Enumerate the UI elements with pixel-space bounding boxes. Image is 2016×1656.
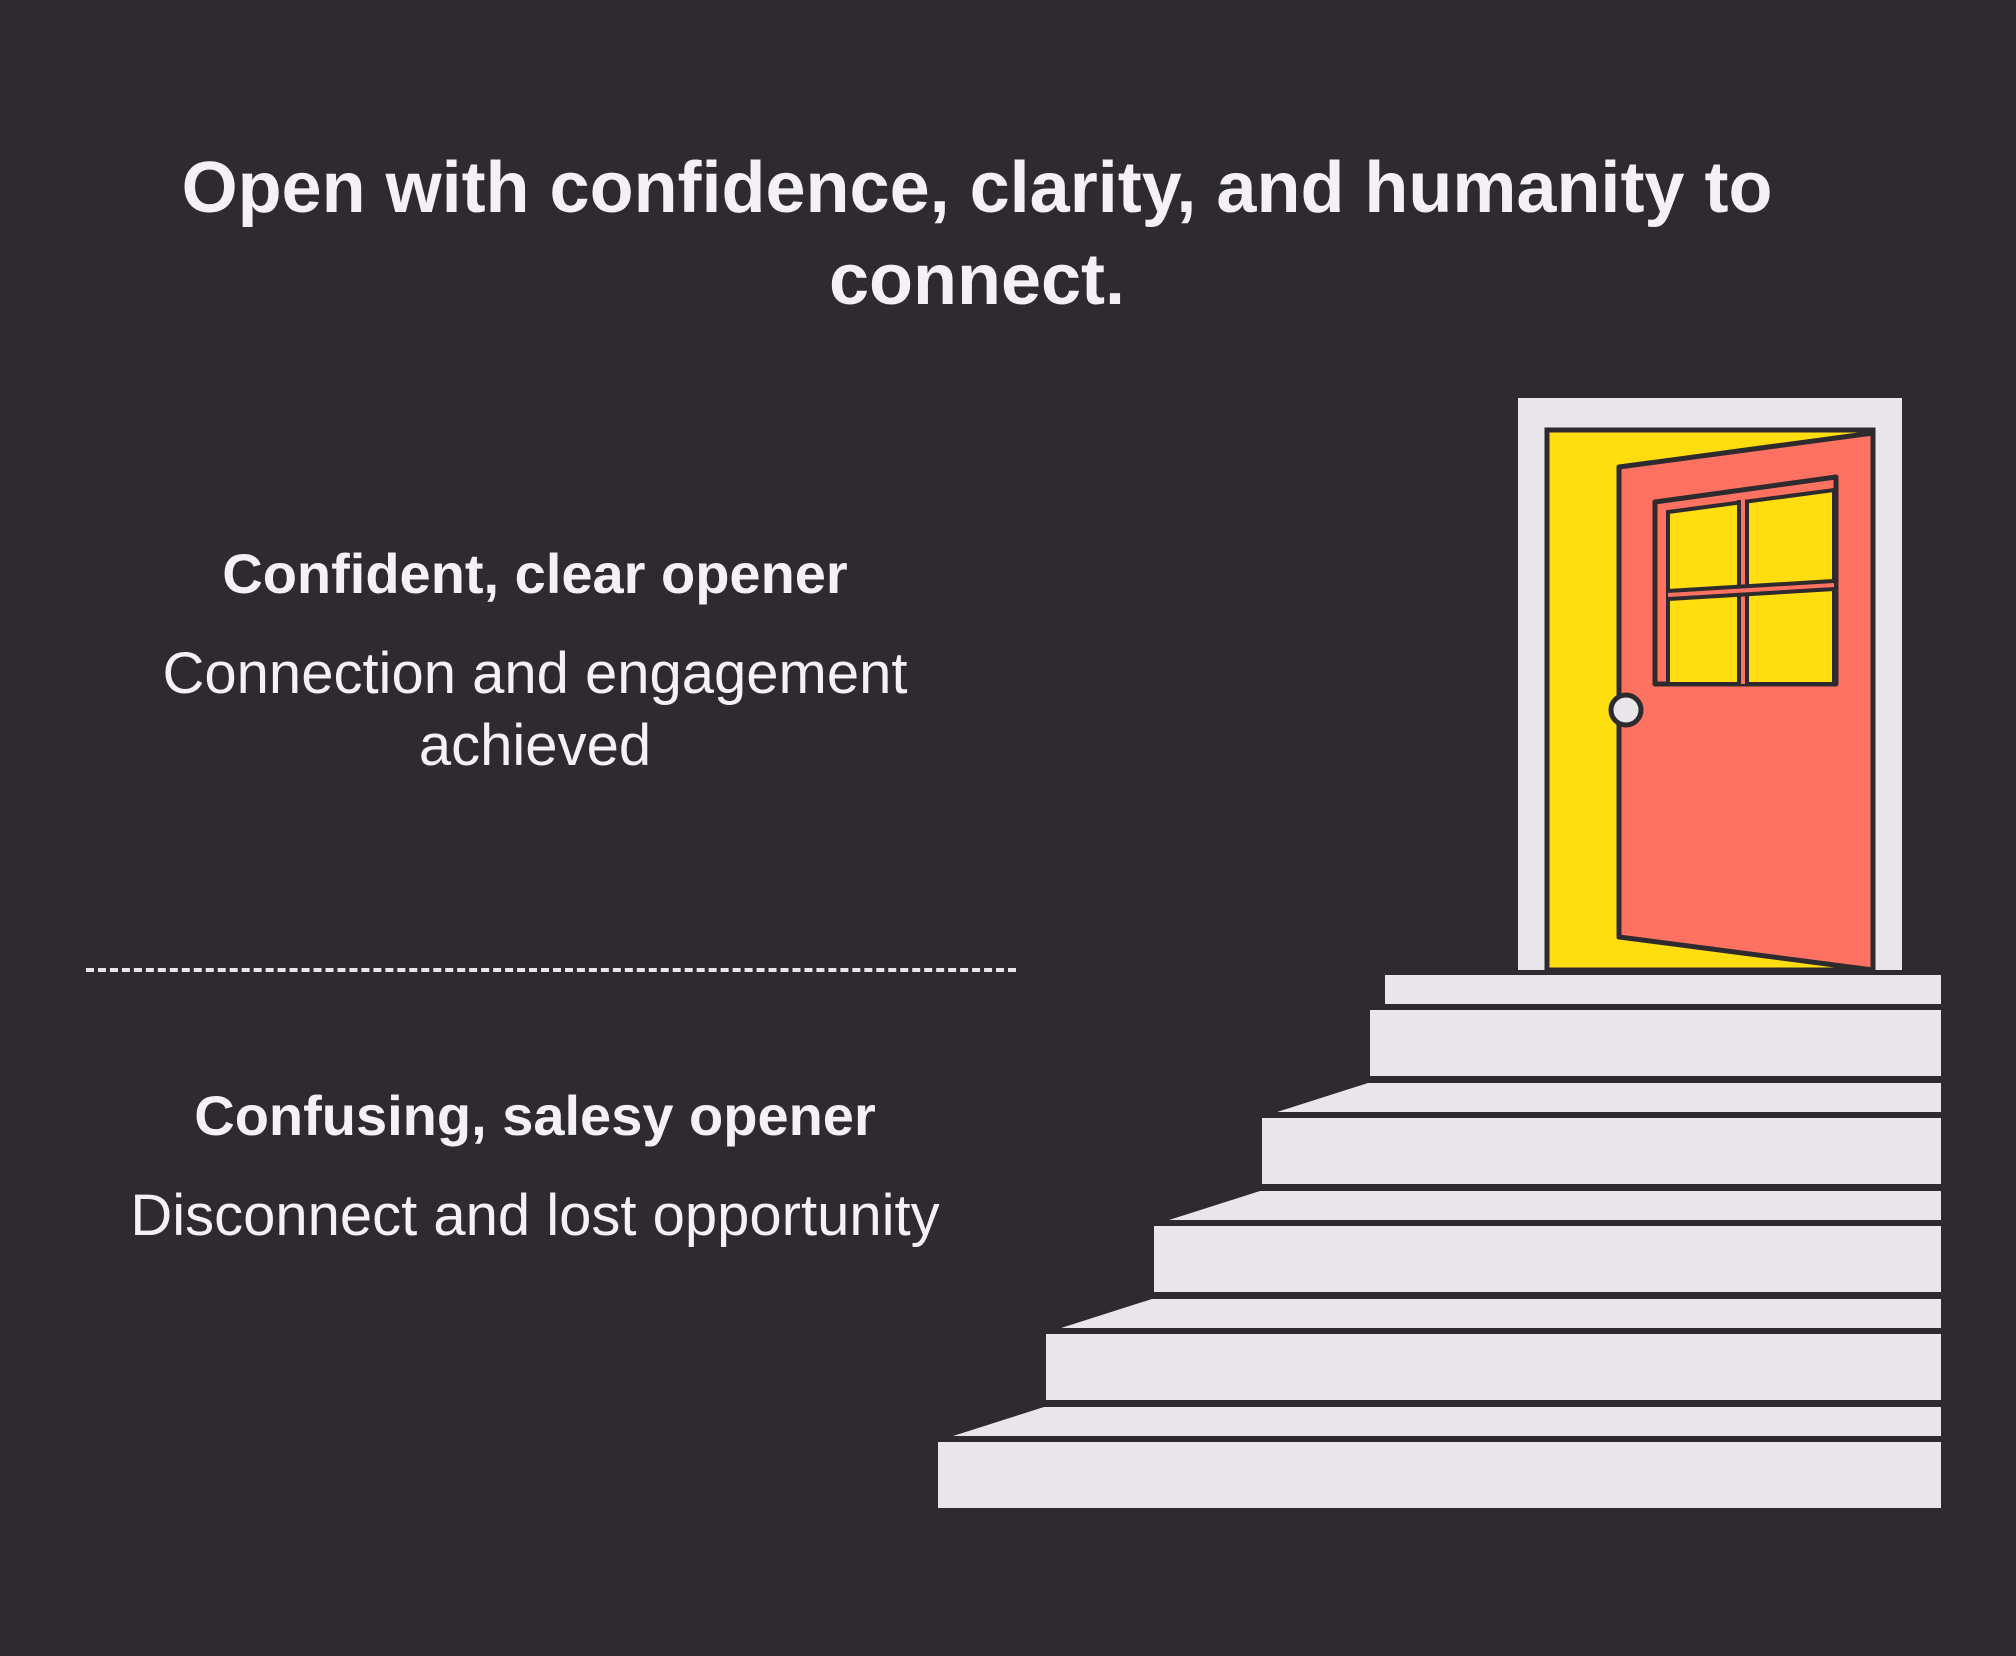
confident-opener-description: Connection and engagement achieved (162, 641, 908, 778)
open-door-icon (1518, 398, 1902, 973)
confusing-opener-heading: Confusing, salesy opener (194, 1084, 876, 1147)
confident-opener-section: Confident, clear opener Connection and e… (60, 538, 1010, 782)
confusing-opener-description: Disconnect and lost opportunity (130, 1183, 940, 1248)
stair-step (1370, 975, 1941, 1076)
page-title: Open with confidence, clarity, and human… (181, 148, 1773, 320)
stair-step (938, 1407, 1941, 1508)
stair-step (1262, 1083, 1941, 1184)
section-divider (86, 968, 1016, 972)
stair-step (1154, 1191, 1941, 1292)
staircase-icon (938, 975, 1941, 1508)
door-knob-icon (1608, 692, 1644, 728)
confusing-opener-section: Confusing, salesy opener Disconnect and … (60, 1080, 1010, 1252)
confident-opener-heading: Confident, clear opener (222, 542, 848, 605)
stair-step (1046, 1299, 1941, 1400)
door-window-icon (1652, 474, 1839, 687)
